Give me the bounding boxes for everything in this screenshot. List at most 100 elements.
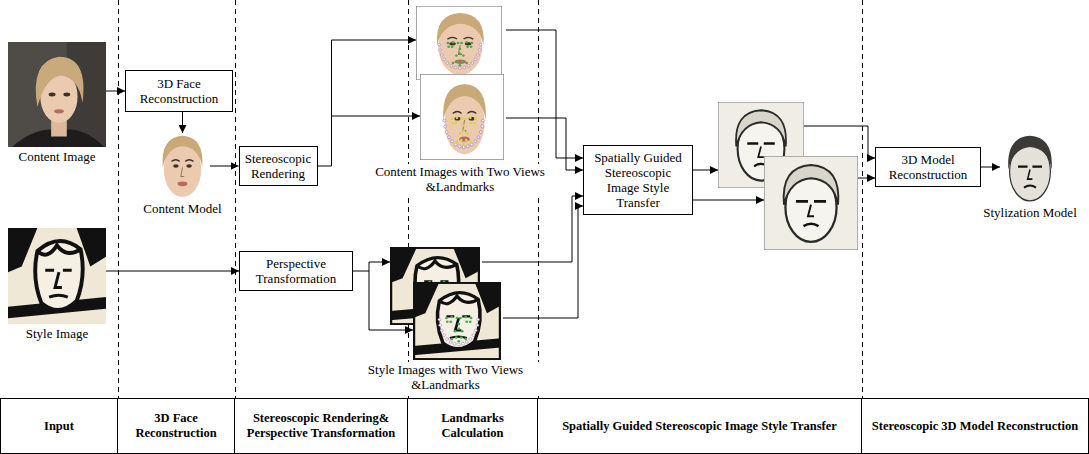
image-caption: Style Images with Two Views &Landmarks xyxy=(343,362,548,392)
illustration-part xyxy=(451,140,454,143)
illustration-part xyxy=(446,42,449,44)
connector-line xyxy=(506,118,583,170)
connector-line xyxy=(210,166,239,167)
illustration-part xyxy=(459,317,462,319)
dashed-divider xyxy=(538,0,539,398)
table-cell: Landmarks Calculation xyxy=(408,398,538,454)
illustration-part xyxy=(453,342,456,345)
illustration-part xyxy=(452,62,455,64)
box-text: 3D Model Reconstruction xyxy=(880,152,976,182)
illustration-part xyxy=(186,164,192,167)
image-caption: Style Image xyxy=(12,326,102,341)
illustration-part xyxy=(474,140,477,143)
illustration-part xyxy=(443,84,486,120)
connector-line xyxy=(482,196,583,262)
illustration-part xyxy=(477,54,480,57)
illustration-part xyxy=(49,93,56,97)
connector-line xyxy=(106,271,239,272)
illustration-part xyxy=(474,117,477,120)
table-cell: 3D Face Reconstruction xyxy=(118,398,235,454)
illustration-part xyxy=(470,122,473,125)
face-illustration xyxy=(155,133,210,199)
illustration-part xyxy=(747,142,775,145)
box-text: Perspective Transformation xyxy=(244,256,348,286)
table-cell: Stereoscopic 3D Model Reconstruction xyxy=(862,398,1089,454)
illustration-part xyxy=(390,247,417,283)
illustration-part xyxy=(460,336,463,338)
dashed-divider xyxy=(862,0,863,398)
face-illustration xyxy=(8,42,106,147)
illustration-part xyxy=(460,139,463,142)
illustration-part xyxy=(465,139,468,142)
illustration-part xyxy=(784,165,839,242)
illustration-part xyxy=(469,141,472,144)
illustration-part xyxy=(477,318,480,321)
illustration-part xyxy=(477,136,480,139)
illustration-part xyxy=(476,324,479,327)
connector xyxy=(981,167,1000,168)
illustration-part xyxy=(464,117,467,120)
illustration-part xyxy=(181,167,184,176)
illustration-part xyxy=(439,296,478,304)
illustration-part xyxy=(178,182,188,187)
illustration-part xyxy=(461,117,464,120)
illustration-part xyxy=(465,62,468,64)
illustration-part xyxy=(458,67,461,70)
illustration-part xyxy=(172,160,194,162)
illustration-part xyxy=(472,334,475,337)
illustration-part xyxy=(470,317,473,319)
illustration-part xyxy=(473,122,476,125)
illustration-part xyxy=(457,343,460,346)
illustration-part xyxy=(470,46,473,48)
column-heading: Landmarks Calculation xyxy=(408,411,537,441)
illustration-part xyxy=(438,43,441,46)
illustration-part xyxy=(439,324,442,327)
illustration-part xyxy=(457,42,460,44)
illustration-part xyxy=(445,317,448,319)
illustration-part xyxy=(447,46,450,48)
connector-line xyxy=(503,206,583,318)
connector xyxy=(106,91,125,92)
illustration-part xyxy=(437,13,484,45)
connector-line xyxy=(981,167,1000,168)
illustration-part xyxy=(454,330,457,332)
process-box: Stereoscopic Rendering xyxy=(239,146,318,186)
illustration-part xyxy=(35,241,83,310)
process-box: Spatially Guided Stereoscopic Image Styl… xyxy=(583,145,693,215)
column-heading: Stereoscopic 3D Model Reconstruction xyxy=(868,419,1082,434)
illustration-part xyxy=(454,143,457,146)
illustration-part xyxy=(462,143,465,146)
illustration-part xyxy=(454,66,457,69)
illustration-part xyxy=(459,137,470,142)
illustration-part xyxy=(464,316,467,318)
face-illustration xyxy=(8,228,106,324)
illustration-part xyxy=(437,293,480,349)
illustration-part xyxy=(466,145,469,148)
illustration-part xyxy=(446,315,470,317)
illustration-part xyxy=(451,46,454,48)
dashed-divider xyxy=(118,0,119,398)
illustration-part xyxy=(458,48,461,50)
box-text: Stereoscopic Rendering xyxy=(244,151,313,181)
illustration-part xyxy=(758,147,764,158)
illustration-part xyxy=(460,42,463,44)
illustration-part xyxy=(119,0,863,398)
illustration-part xyxy=(736,110,786,146)
connector-line xyxy=(318,40,417,166)
illustration-part xyxy=(444,125,447,128)
illustration-part xyxy=(454,59,466,64)
illustration-part xyxy=(440,329,443,332)
illustration-part xyxy=(461,330,464,332)
illustration-part xyxy=(469,116,472,119)
image-node: Content Model xyxy=(155,133,210,199)
illustration-part xyxy=(466,46,469,48)
illustration-part xyxy=(467,65,470,68)
illustration-part xyxy=(471,62,474,65)
illustration-part xyxy=(471,42,474,44)
illustration-part xyxy=(459,132,462,135)
illustration-part xyxy=(455,117,461,121)
illustration-part xyxy=(464,338,467,340)
illustration-part xyxy=(453,112,477,114)
connector-line xyxy=(506,30,583,158)
illustration-part xyxy=(463,120,467,131)
